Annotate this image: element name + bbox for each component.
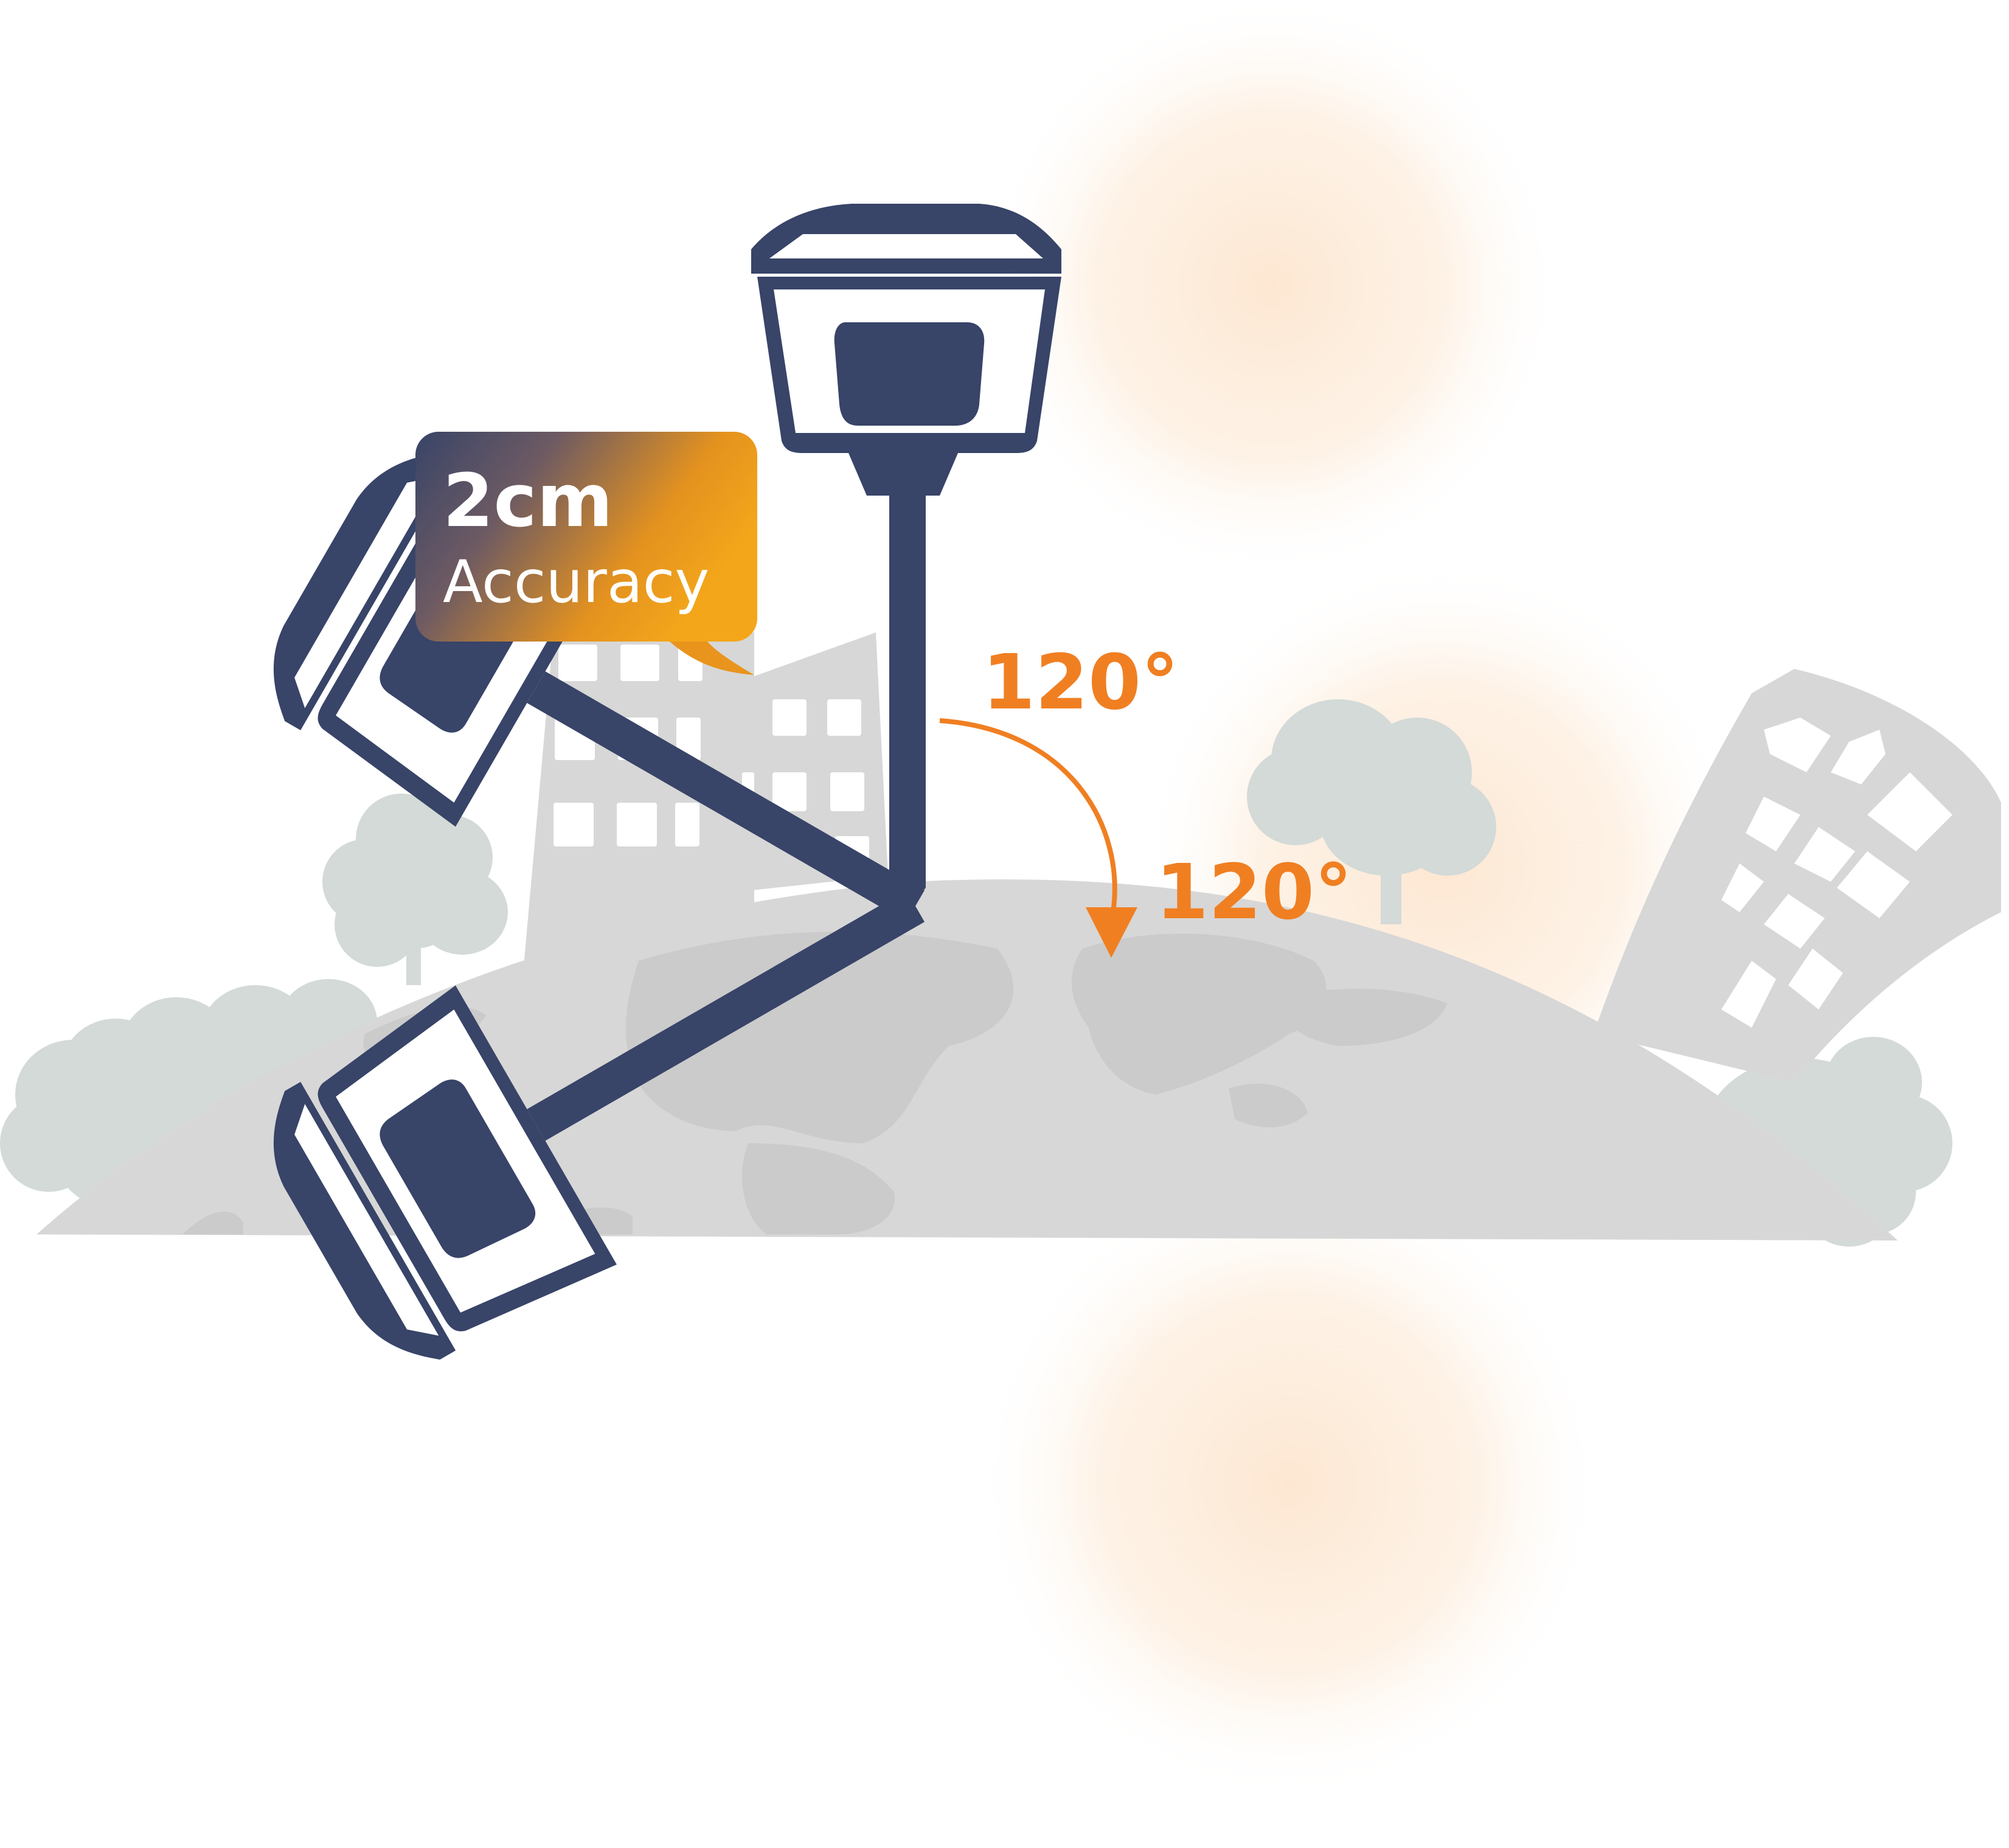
gnss-receiver-icon: [273, 890, 925, 1360]
accuracy-label: Accuracy: [443, 548, 709, 616]
rotation-arrow-icon: [939, 718, 1137, 958]
angle-label-second: 120°: [1156, 848, 1352, 936]
gnss-receiver-icon: [751, 204, 1061, 909]
angle-label-first: 120°: [982, 638, 1179, 727]
accuracy-value: 2cm: [443, 459, 613, 544]
accuracy-badge: 2cm Accuracy: [415, 432, 757, 675]
